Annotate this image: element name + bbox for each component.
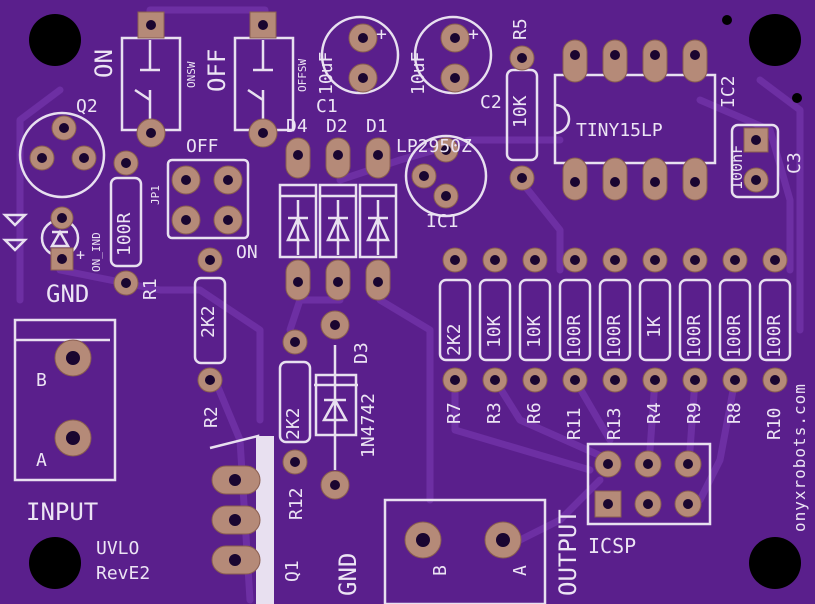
r8-ref: R8 [724,402,745,424]
r10-value: 100R [764,314,785,358]
r5-ref: R5 [510,18,531,40]
resistor-row [438,247,792,393]
r6-value: 10K [524,315,545,348]
r3-ref: R3 [484,402,505,424]
r7-value: 2K2 [444,323,465,356]
q1-ref: Q1 [282,560,303,582]
ic1-ref: IC1 [426,211,459,232]
r2-value: 2K2 [198,305,219,338]
led-ref: ON_IND [90,232,103,272]
icsp-label: ICSP [588,534,637,558]
input-a-label: A [36,450,47,471]
r3-value: 10K [484,315,505,348]
c1-plus: + [376,24,387,45]
r12-ref: R12 [286,487,307,520]
output-label: OUTPUT [554,509,582,596]
r2-ref: R2 [201,406,222,428]
on-switch-ref: ONSW [185,61,198,89]
r1-value: 100R [114,212,135,256]
c2-plus: + [468,24,479,45]
resistor-r12-body [278,329,312,475]
jumper-jp1 [166,158,250,240]
diodes-d1-d2-d4 [278,137,398,301]
c3-value: 100nF [728,144,746,190]
ic2-ref: IC2 [718,75,739,108]
led-plus: + [76,246,86,264]
resistor-r5-body [505,45,539,191]
c2-value: 10uF [408,51,429,95]
mounting-holes [29,14,802,589]
gnd-bottom-label: GND [334,552,362,596]
r7-ref: R7 [444,402,465,424]
d3-value: 1N4742 [358,392,379,458]
d2-ref: D2 [326,116,348,137]
c3-ref: C3 [784,152,805,174]
transistor-q2 [18,111,106,199]
r6-ref: R6 [524,402,545,424]
r9-ref: R9 [684,402,705,424]
jp1-off-label: OFF [186,136,219,157]
output-a-label: A [510,565,531,576]
r4-ref: R4 [644,402,665,424]
jp1-ref: JP1 [149,185,162,205]
off-switch-ref: OFFSW [296,58,309,92]
r13-ref: R13 [604,407,625,440]
r9-value: 100R [684,314,705,358]
gnd-top-label: GND [46,280,90,308]
d1-ref: D1 [366,116,388,137]
output-b-label: B [430,565,451,576]
capacitor-c3 [730,123,780,199]
input-b-label: B [36,370,47,391]
board-name: UVLO [96,538,140,559]
off-switch-label: OFF [203,48,231,92]
r1-ref: R1 [140,278,161,300]
capacitor-c1 [320,15,400,95]
r11-value: 100R [564,314,585,358]
transistor-q1 [209,434,274,604]
board-revision: RevE2 [96,563,151,584]
led-on-ind [1,206,80,271]
website-text: onyxrobots.com [790,383,809,532]
output-terminal [383,498,547,604]
resistor-r1-body [109,150,143,296]
d3-ref: D3 [351,342,372,364]
r4-value: 1K [644,316,665,338]
r12-value: 2K2 [283,407,304,440]
off-switch [233,11,295,148]
ic2-dip8 [553,39,717,201]
d4-ref: D4 [286,116,308,137]
r8-value: 100R [724,314,745,358]
ic2-value: TINY15LP [576,120,663,141]
c2-ref: C2 [480,92,502,113]
regulator-ic1 [404,134,488,218]
ic1-value: LP2950Z [396,136,472,157]
r5-value: 10K [510,95,531,128]
resistor-r2-body [193,247,227,393]
r10-ref: R10 [764,407,785,440]
on-switch-label: ON [90,49,118,78]
c1-value: 10uF [316,51,337,95]
input-label: INPUT [26,498,99,526]
copper-traces [16,6,804,604]
diode-d3 [314,310,358,500]
icsp-header [586,442,712,526]
q2-ref: Q2 [76,96,98,117]
c1-ref: C1 [316,96,338,117]
input-terminal [13,318,117,482]
on-switch [120,11,182,148]
jp1-on-label: ON [236,242,258,263]
r11-ref: R11 [564,407,585,440]
r13-value: 100R [604,314,625,358]
capacitor-c2 [413,15,493,95]
